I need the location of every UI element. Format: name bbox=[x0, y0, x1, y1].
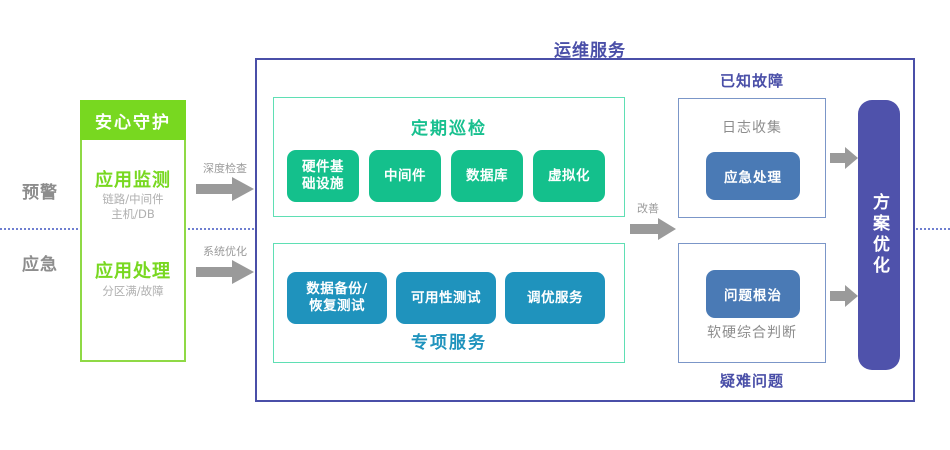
right-block-caption-log-collection: 日志收集 bbox=[722, 120, 782, 136]
guard-block-sub-monitoring-line2: 主机/DB bbox=[111, 207, 155, 221]
arrow-caption-deep-check: 深度检查 bbox=[203, 162, 247, 175]
right-block-caption-hw-sw-judgement: 软硬综合判断 bbox=[707, 325, 797, 341]
right-block-title-known-fault: 已知故障 bbox=[719, 72, 784, 90]
guard-block-title-monitoring: 应用监测 bbox=[95, 170, 171, 191]
final-outcome-label: 方案优化 bbox=[869, 193, 889, 277]
guard-block-sub-handling-line1: 分区满/故障 bbox=[102, 284, 164, 298]
chip-label: 中间件 bbox=[384, 167, 426, 184]
chip-hardware-infrastructure[interactable]: 硬件基 础设施 bbox=[287, 150, 359, 202]
right-block-hard-problem: 软硬综合判断 bbox=[678, 243, 826, 363]
arrow-right-icon-system-optimize bbox=[196, 260, 254, 284]
chip-label: 可用性测试 bbox=[411, 289, 481, 306]
chip-virtualization[interactable]: 虚拟化 bbox=[533, 150, 605, 202]
group-title-regular-inspection: 定期巡检 bbox=[411, 119, 487, 139]
chip-middleware[interactable]: 中间件 bbox=[369, 150, 441, 202]
chip-label: 硬件基 础设施 bbox=[302, 159, 344, 192]
chip-data-backup-recovery-test[interactable]: 数据备份/ 恢复测试 bbox=[287, 272, 387, 324]
arrow-right-icon-known-fault bbox=[830, 147, 858, 169]
panel-title-ops-service: 运维服务 bbox=[554, 41, 626, 61]
arrow-right-icon-improve bbox=[630, 218, 676, 240]
chip-label: 数据库 bbox=[466, 167, 508, 184]
chip-availability-test[interactable]: 可用性测试 bbox=[396, 272, 496, 324]
group-title-special-service: 专项服务 bbox=[411, 333, 487, 353]
chip-label: 数据备份/ 恢复测试 bbox=[306, 281, 368, 314]
chip-label: 虚拟化 bbox=[548, 167, 590, 184]
arrow-right-icon-hard-problem bbox=[830, 285, 858, 307]
arrow-caption-system-optimize: 系统优化 bbox=[203, 245, 247, 258]
right-block-title-hard-problem: 疑难问题 bbox=[719, 372, 784, 390]
guard-column: 安心守护 应用监测 链路/中间件 主机/DB 应用处理 分区满/故障 bbox=[80, 100, 186, 362]
row-label-emergency: 应急 bbox=[22, 255, 58, 275]
arrow-caption-improve: 改善 bbox=[637, 202, 659, 215]
chip-tuning-service[interactable]: 调优服务 bbox=[505, 272, 605, 324]
chip-label: 应急处理 bbox=[724, 170, 782, 186]
guard-header: 安心守护 bbox=[80, 100, 186, 140]
row-label-warning: 预警 bbox=[22, 183, 58, 203]
chip-emergency-handling[interactable]: 应急处理 bbox=[706, 152, 800, 200]
chip-label: 问题根治 bbox=[724, 288, 782, 304]
chip-label: 调优服务 bbox=[527, 289, 583, 306]
arrow-right-icon-deep-check bbox=[196, 177, 254, 201]
chip-database[interactable]: 数据库 bbox=[451, 150, 523, 202]
guard-block-sub-monitoring-line1: 链路/中间件 bbox=[102, 192, 164, 206]
guard-block-title-handling: 应用处理 bbox=[95, 261, 171, 282]
chip-root-cause-fix[interactable]: 问题根治 bbox=[706, 270, 800, 318]
final-outcome-bar: 方案优化 bbox=[858, 100, 900, 370]
